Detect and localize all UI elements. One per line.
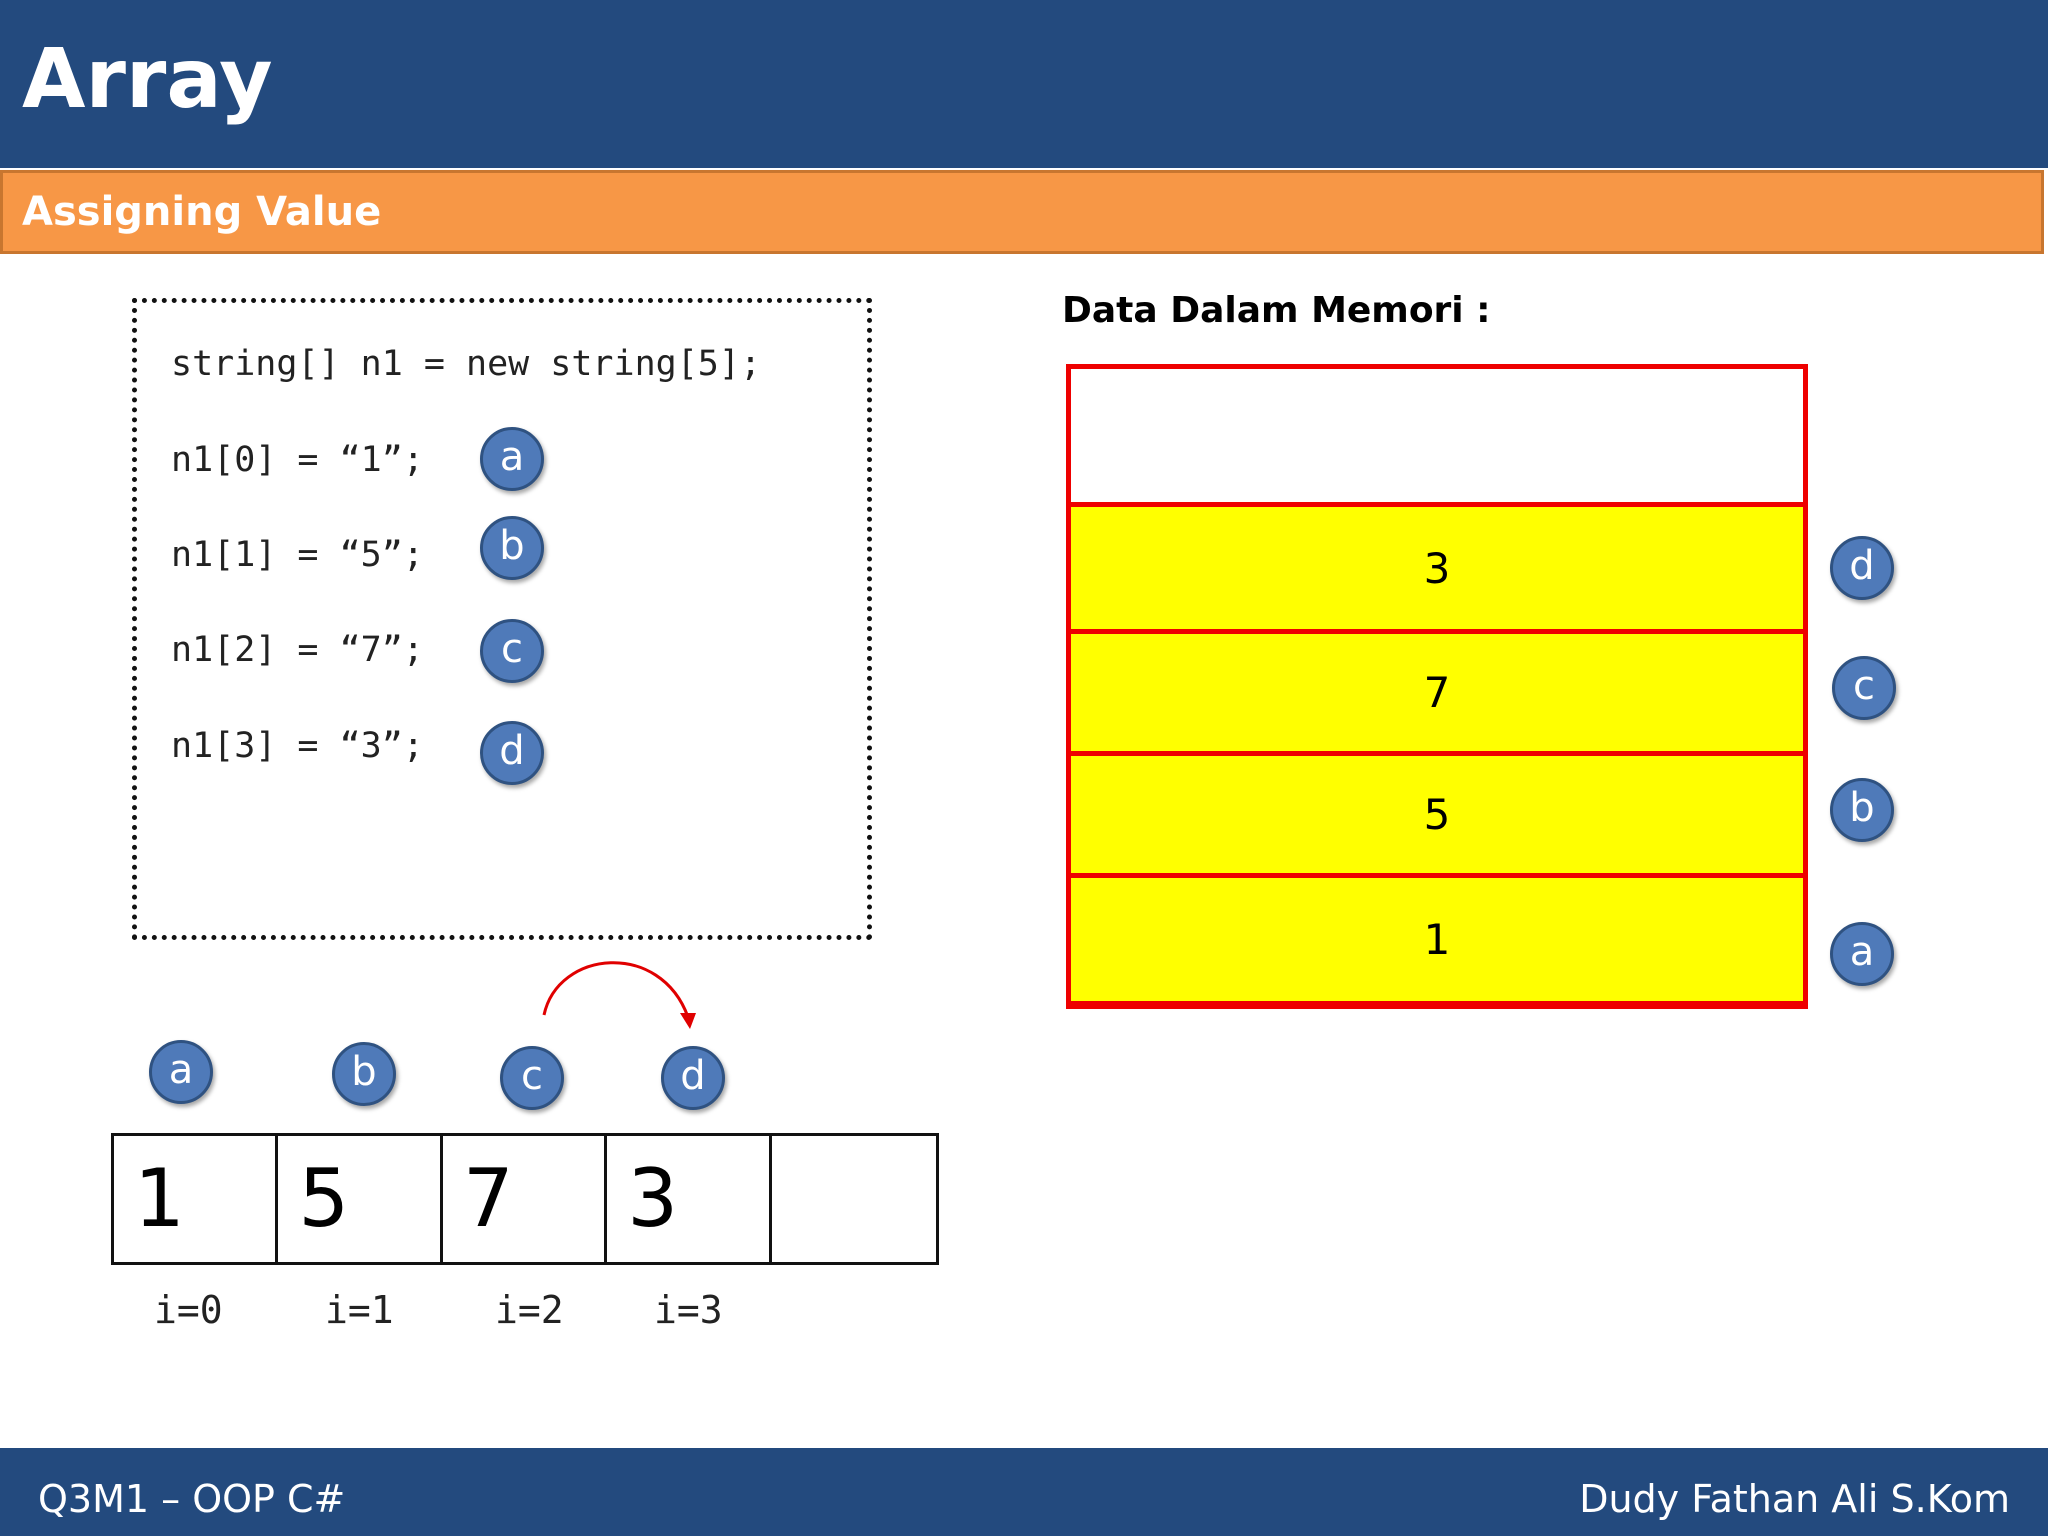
- footer-bar: [0, 1448, 2048, 1536]
- array-cell-1: 5: [278, 1136, 443, 1262]
- memory-cell-3: 3: [1071, 507, 1803, 634]
- array-cell-3: 3: [607, 1136, 772, 1262]
- code-line-1: n1[1] = “5”;: [171, 535, 424, 575]
- code-declaration: string[] n1 = new string[5];: [171, 344, 762, 384]
- memory-cell-1: 1: [1071, 878, 1803, 1001]
- array-index-0: i=0: [154, 1288, 223, 1332]
- array-table: 1 5 7 3: [111, 1133, 939, 1265]
- memory-title: Data Dalam Memori :: [1062, 290, 1491, 331]
- array-cell-0: 1: [114, 1136, 279, 1262]
- memory-cell-7: 7: [1071, 634, 1803, 756]
- curved-arrow-icon: [542, 961, 696, 1029]
- code-badge-c: c: [480, 619, 544, 683]
- code-box: [132, 298, 872, 940]
- memory-cell-empty: [1071, 369, 1803, 507]
- footer-author: Dudy Fathan Ali S.Kom: [1579, 1477, 2010, 1521]
- array-badge-b: b: [332, 1042, 396, 1106]
- array-index-2: i=2: [495, 1288, 564, 1332]
- subtitle-bar: [0, 170, 2044, 254]
- code-badge-a: a: [480, 427, 544, 491]
- array-index-3: i=3: [654, 1288, 723, 1332]
- memory-badge-c: c: [1832, 656, 1896, 720]
- code-line-0: n1[0] = “1”;: [171, 440, 424, 480]
- code-line-3: n1[3] = “3”;: [171, 726, 424, 766]
- title-bar: [0, 0, 2048, 168]
- array-badge-a: a: [149, 1040, 213, 1104]
- array-cell-4: [772, 1136, 936, 1262]
- code-badge-b: b: [480, 516, 544, 580]
- array-badge-c: c: [500, 1046, 564, 1110]
- code-line-2: n1[2] = “7”;: [171, 630, 424, 670]
- array-cell-2: 7: [443, 1136, 608, 1262]
- memory-cell-5: 5: [1071, 756, 1803, 878]
- code-badge-d: d: [480, 721, 544, 785]
- memory-badge-b: b: [1830, 778, 1894, 842]
- memory-badge-d: d: [1830, 536, 1894, 600]
- array-badge-d: d: [661, 1046, 725, 1110]
- array-index-1: i=1: [325, 1288, 394, 1332]
- footer-course: Q3M1 – OOP C#: [38, 1477, 346, 1521]
- slide-subtitle: Assigning Value: [22, 189, 382, 235]
- memory-table: 3 7 5 1: [1066, 364, 1808, 1009]
- slide-title: Array: [22, 32, 273, 127]
- memory-badge-a: a: [1830, 922, 1894, 986]
